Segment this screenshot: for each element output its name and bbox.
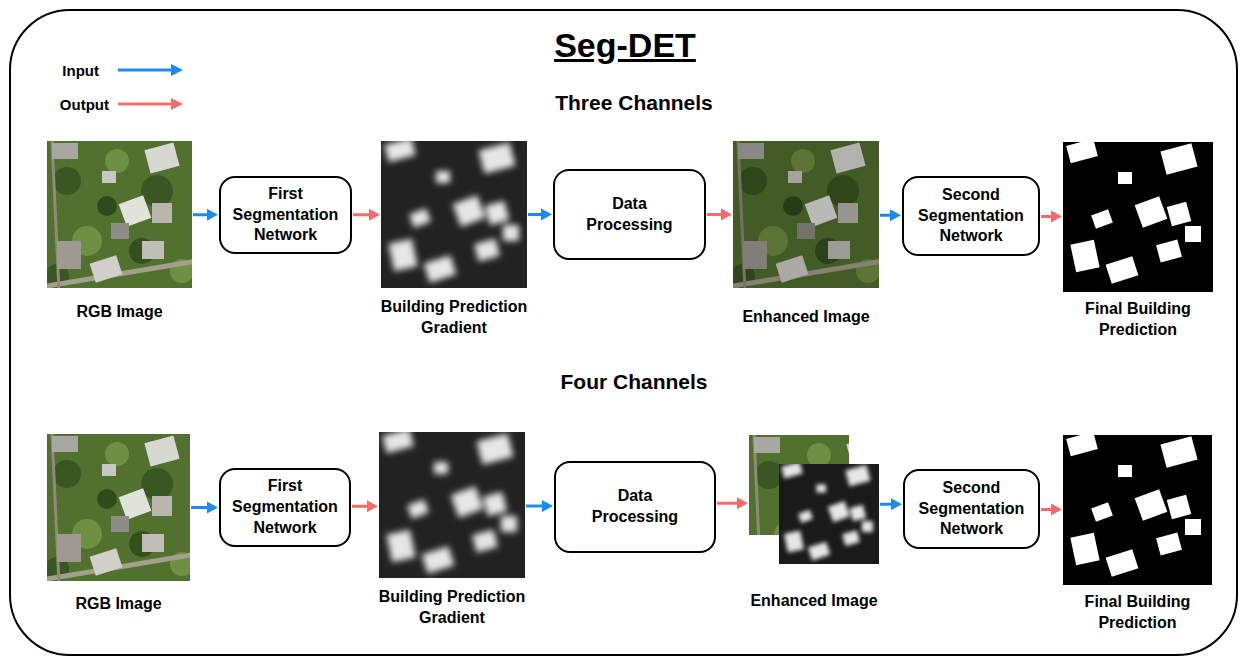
flow-arrow (528, 209, 552, 221)
flow-arrow (191, 502, 218, 514)
flow-arrow (352, 500, 378, 512)
picture-frame (749, 435, 879, 564)
box-text-wrap: Second Segmentation Network (915, 478, 1028, 540)
aerial-image (47, 434, 190, 581)
picture-frame (379, 432, 525, 578)
box-text-wrap: Data Processing (579, 194, 680, 236)
mask-image (1063, 139, 1213, 292)
gradient-channel (779, 462, 879, 564)
image-caption: Enhanced Image (719, 307, 893, 328)
gradient-image (381, 138, 527, 288)
picture-frame (47, 141, 192, 288)
image-caption: Final Building Prediction (1049, 299, 1227, 341)
outer-frame (10, 10, 1237, 655)
image-node: Building Prediction Gradient (367, 141, 541, 339)
flow-arrow (526, 500, 553, 512)
process-box: Second Segmentation Network (903, 469, 1040, 549)
box-text-wrap: Second Segmentation Network (914, 185, 1028, 247)
image-caption: RGB Image (33, 594, 204, 615)
image-node: RGB Image (33, 141, 206, 323)
flow-arrow (880, 209, 901, 221)
flow-arrow (353, 209, 380, 221)
image-node: Final Building Prediction (1049, 435, 1226, 634)
box-text-wrap: First Segmentation Network (231, 476, 339, 538)
diagram-title: Seg-DET (554, 26, 696, 65)
picture-frame (381, 141, 527, 288)
flow-arrow (193, 209, 218, 221)
image-caption: Building Prediction Gradient (365, 587, 539, 629)
box-label: First Segmentation Network (231, 184, 340, 246)
image-node: Enhanced Image (719, 141, 893, 328)
gradient-image (379, 429, 525, 578)
process-box: Data Processing (553, 169, 706, 260)
section-heading: Four Channels (560, 370, 707, 394)
image-caption: Building Prediction Gradient (367, 297, 541, 339)
process-box: First Segmentation Network (219, 468, 351, 547)
process-box: Data Processing (554, 461, 716, 553)
legend-text: Output (60, 96, 109, 113)
flow-arrow (717, 497, 748, 509)
image-caption: Final Building Prediction (1049, 592, 1226, 634)
flow-arrow (1041, 504, 1062, 516)
box-label: Second Segmentation Network (914, 185, 1028, 247)
process-box: Second Segmentation Network (902, 176, 1040, 256)
box-label: Second Segmentation Network (915, 478, 1028, 540)
picture-frame (1063, 142, 1213, 292)
mask-image (1063, 432, 1212, 585)
box-label: Data Processing (579, 194, 680, 236)
enhanced-image (733, 141, 879, 288)
aerial-image (47, 141, 192, 288)
flow-arrow (1041, 211, 1062, 223)
legend-arrows (118, 64, 183, 110)
image-caption: RGB Image (33, 302, 206, 323)
picture-frame (1063, 435, 1212, 585)
legend-text: Input (62, 62, 99, 79)
box-text-wrap: Data Processing (582, 486, 688, 528)
image-node: RGB Image (33, 434, 204, 615)
box-label: First Segmentation Network (231, 476, 339, 538)
image-node: Building Prediction Gradient (365, 432, 539, 629)
image-node: Enhanced Image (735, 435, 893, 612)
image-node: Final Building Prediction (1049, 142, 1227, 341)
flow-arrow (880, 498, 902, 510)
picture-frame (733, 141, 879, 288)
section-heading: Three Channels (555, 91, 713, 115)
picture-frame (47, 434, 190, 581)
process-box: First Segmentation Network (219, 176, 352, 254)
box-text-wrap: First Segmentation Network (231, 184, 340, 246)
image-caption: Enhanced Image (735, 591, 893, 612)
flow-arrow (707, 209, 732, 221)
box-label: Data Processing (582, 486, 688, 528)
